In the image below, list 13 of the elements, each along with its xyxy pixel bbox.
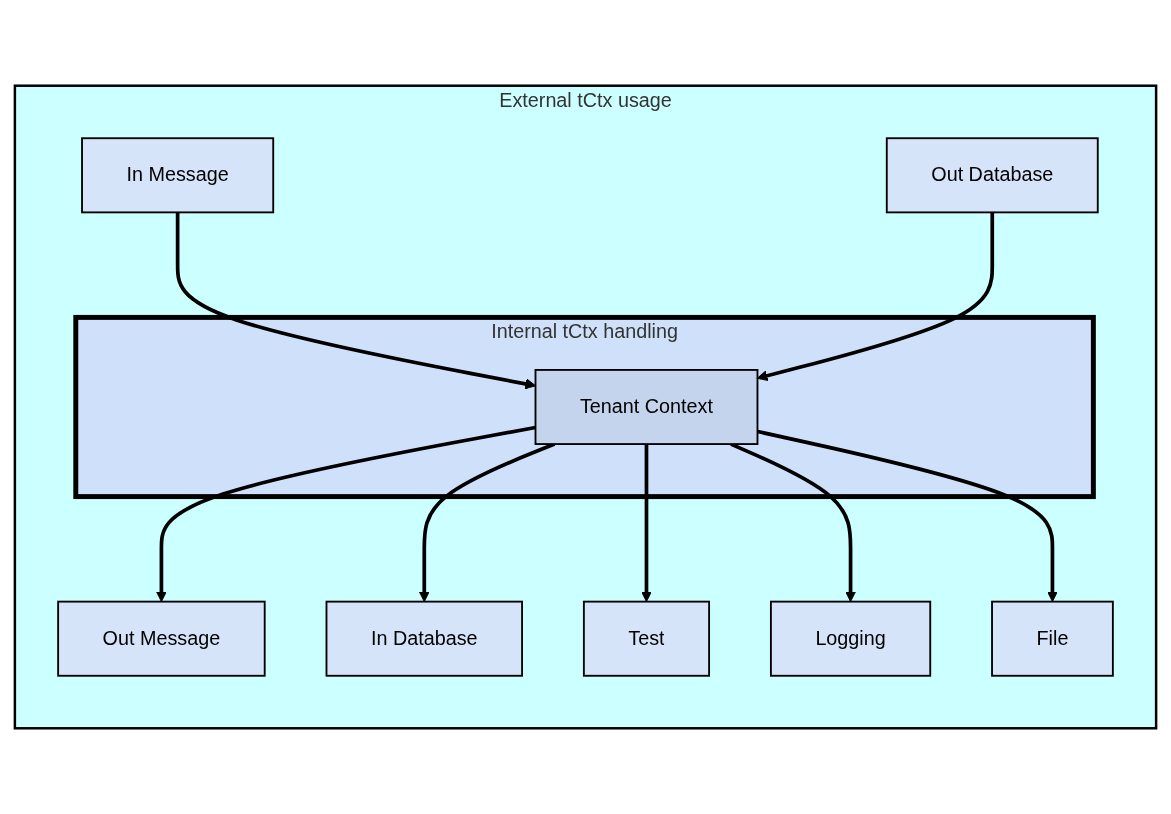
- node-box: In Database: [325, 600, 523, 677]
- arrow: [175, 212, 536, 390]
- node-box: Out Database: [885, 137, 1099, 214]
- arrow: [757, 429, 1058, 603]
- node-box: Test: [582, 600, 711, 677]
- node-box: Out Message: [57, 600, 266, 677]
- node-box: File: [991, 600, 1114, 677]
- node-box: Logging: [769, 600, 932, 677]
- arrow: [757, 212, 995, 382]
- arrow: [156, 425, 536, 603]
- node-box: Tenant Context: [534, 369, 759, 445]
- node-box: In Message: [81, 137, 275, 214]
- arrow: [641, 444, 652, 603]
